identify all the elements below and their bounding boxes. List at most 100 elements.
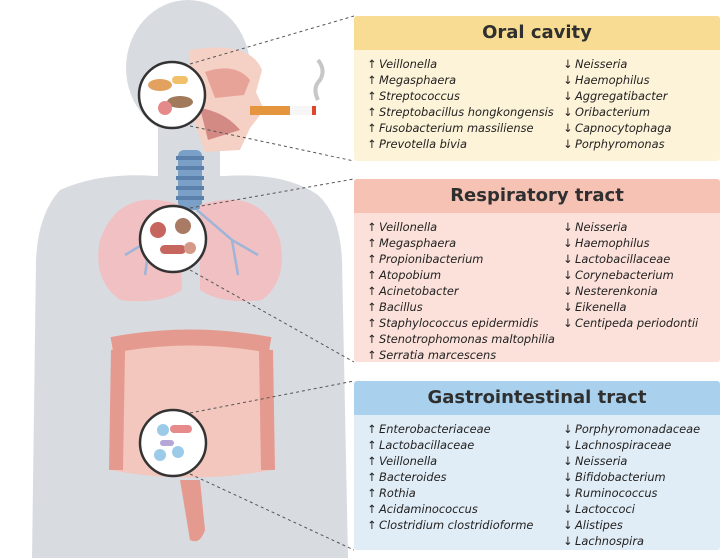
- down-arrow-icon: ↓: [563, 220, 573, 234]
- down-arrow-icon: ↓: [563, 105, 573, 119]
- taxon-item: ↑Megasphaera: [367, 235, 555, 251]
- trachea: [176, 150, 204, 210]
- taxon-name: Neisseria: [575, 220, 628, 234]
- up-arrow-icon: ↑: [367, 268, 377, 282]
- taxon-name: Serratia marcescens: [379, 348, 497, 362]
- up-arrow-icon: ↑: [367, 348, 377, 362]
- taxon-item: ↑Staphylococcus epidermidis: [367, 315, 555, 331]
- down-arrow-icon: ↓: [563, 57, 573, 71]
- taxon-name: Aggregatibacter: [575, 89, 668, 103]
- increased-list: ↑Veillonella↑Megasphaera↑Streptococcus↑S…: [367, 56, 554, 152]
- up-arrow-icon: ↑: [367, 454, 377, 468]
- taxon-name: Staphylococcus epidermidis: [379, 316, 539, 330]
- taxon-name: Lactobacillaceae: [575, 252, 671, 266]
- taxon-name: Bifidobacterium: [575, 470, 666, 484]
- up-arrow-icon: ↑: [367, 332, 377, 346]
- bacteria-magnifier-icon: [137, 60, 207, 130]
- taxon-item: ↓Nesterenkonia: [563, 283, 698, 299]
- cigarette-icon: [250, 58, 325, 115]
- taxon-item: ↓Lactoccoci: [563, 501, 700, 517]
- taxon-item: ↓Alistipes: [563, 517, 700, 533]
- taxon-item: ↑Streptobacillus hongkongensis: [367, 104, 554, 120]
- taxon-name: Eikenella: [575, 300, 627, 314]
- respiratory-tract-panel: Respiratory tract ↑Veillonella↑Megasphae…: [354, 179, 720, 362]
- up-arrow-icon: ↑: [367, 252, 377, 266]
- taxon-name: Streptococcus: [379, 89, 460, 103]
- taxon-name: Lachnospira: [575, 534, 644, 548]
- up-arrow-icon: ↑: [367, 300, 377, 314]
- down-arrow-icon: ↓: [563, 486, 573, 500]
- down-arrow-icon: ↓: [563, 252, 573, 266]
- taxon-item: ↑Clostridium clostridioforme: [367, 517, 533, 533]
- panel-title: Respiratory tract: [354, 179, 720, 213]
- taxon-item: ↑Lactobacillaceae: [367, 437, 533, 453]
- taxon-item: ↓Porphyromonas: [563, 136, 671, 152]
- up-arrow-icon: ↑: [367, 236, 377, 250]
- taxon-name: Bacteroides: [379, 470, 447, 484]
- taxon-item: ↓Corynebacterium: [563, 267, 698, 283]
- taxon-name: Streptobacillus hongkongensis: [379, 105, 554, 119]
- taxon-name: Bacillus: [379, 300, 423, 314]
- taxon-item: ↑Prevotella bivia: [367, 136, 554, 152]
- taxon-name: Veillonella: [379, 220, 438, 234]
- taxon-name: Propionibacterium: [379, 252, 484, 266]
- head-anatomy: [190, 47, 264, 152]
- up-arrow-icon: ↑: [367, 422, 377, 436]
- taxon-name: Rothia: [379, 486, 416, 500]
- decreased-list: ↓Neisseria↓Haemophilus↓Aggregatibacter↓O…: [563, 56, 671, 152]
- up-arrow-icon: ↑: [367, 73, 377, 87]
- taxon-name: Clostridium clostridioforme: [379, 518, 534, 532]
- taxon-item: ↑Fusobacterium massiliense: [367, 120, 554, 136]
- down-arrow-icon: ↓: [563, 73, 573, 87]
- taxon-item: ↓Neisseria: [563, 453, 700, 469]
- down-arrow-icon: ↓: [563, 534, 573, 548]
- taxon-item: ↑Veillonella: [367, 56, 554, 72]
- up-arrow-icon: ↑: [367, 470, 377, 484]
- connector-lines: [189, 15, 355, 551]
- taxon-item: ↓Neisseria: [563, 56, 671, 72]
- taxon-item: ↑Serratia marcescens: [367, 347, 555, 362]
- down-arrow-icon: ↓: [563, 236, 573, 250]
- taxon-name: Prevotella bivia: [379, 137, 467, 151]
- up-arrow-icon: ↑: [367, 518, 377, 532]
- taxon-item: ↓Capnocytophaga: [563, 120, 671, 136]
- taxon-name: Lactobacillaceae: [379, 438, 475, 452]
- decreased-list: ↓Neisseria↓Haemophilus↓Lactobacillaceae↓…: [563, 219, 698, 331]
- taxon-item: ↓Haemophilus: [563, 72, 671, 88]
- taxon-item: ↓Aggregatibacter: [563, 88, 671, 104]
- taxon-name: Enterobacteriaceae: [379, 422, 491, 436]
- taxon-name: Veillonella: [379, 57, 438, 71]
- taxon-item: ↑Acinetobacter: [367, 283, 555, 299]
- increased-list: ↑Veillonella↑Megasphaera↑Propionibacteri…: [367, 219, 555, 362]
- taxon-name: Centipeda periodontii: [575, 316, 699, 330]
- taxon-name: Lactoccoci: [575, 502, 635, 516]
- up-arrow-icon: ↑: [367, 316, 377, 330]
- down-arrow-icon: ↓: [563, 422, 573, 436]
- increased-list: ↑Enterobacteriaceae↑Lactobacillaceae↑Vei…: [367, 421, 533, 533]
- taxon-item: ↑Stenotrophomonas maltophilia: [367, 331, 555, 347]
- down-arrow-icon: ↓: [563, 268, 573, 282]
- taxon-name: Porphyromonadaceae: [575, 422, 701, 436]
- taxon-name: Haemophilus: [575, 73, 650, 87]
- taxon-name: Neisseria: [575, 57, 628, 71]
- taxon-item: ↓Lactobacillaceae: [563, 251, 698, 267]
- taxon-item: ↓Oribacterium: [563, 104, 671, 120]
- taxon-item: ↓Haemophilus: [563, 235, 698, 251]
- up-arrow-icon: ↑: [367, 220, 377, 234]
- taxon-item: ↑Megasphaera: [367, 72, 554, 88]
- taxon-name: Fusobacterium massiliense: [379, 121, 534, 135]
- oral-cavity-panel: Oral cavity ↑Veillonella↑Megasphaera↑Str…: [354, 16, 720, 161]
- bacteria-magnifier-icon: [138, 408, 208, 478]
- panel-title: Oral cavity: [354, 16, 720, 50]
- taxon-name: Porphyromonas: [575, 137, 665, 151]
- taxon-item: ↓Bifidobacterium: [563, 469, 700, 485]
- down-arrow-icon: ↓: [563, 284, 573, 298]
- taxon-item: ↓Ruminococcus: [563, 485, 700, 501]
- taxon-name: Lachnospiraceae: [575, 438, 672, 452]
- up-arrow-icon: ↑: [367, 502, 377, 516]
- down-arrow-icon: ↓: [563, 121, 573, 135]
- up-arrow-icon: ↑: [367, 438, 377, 452]
- taxon-name: Capnocytophaga: [575, 121, 672, 135]
- taxon-item: ↑Veillonella: [367, 453, 533, 469]
